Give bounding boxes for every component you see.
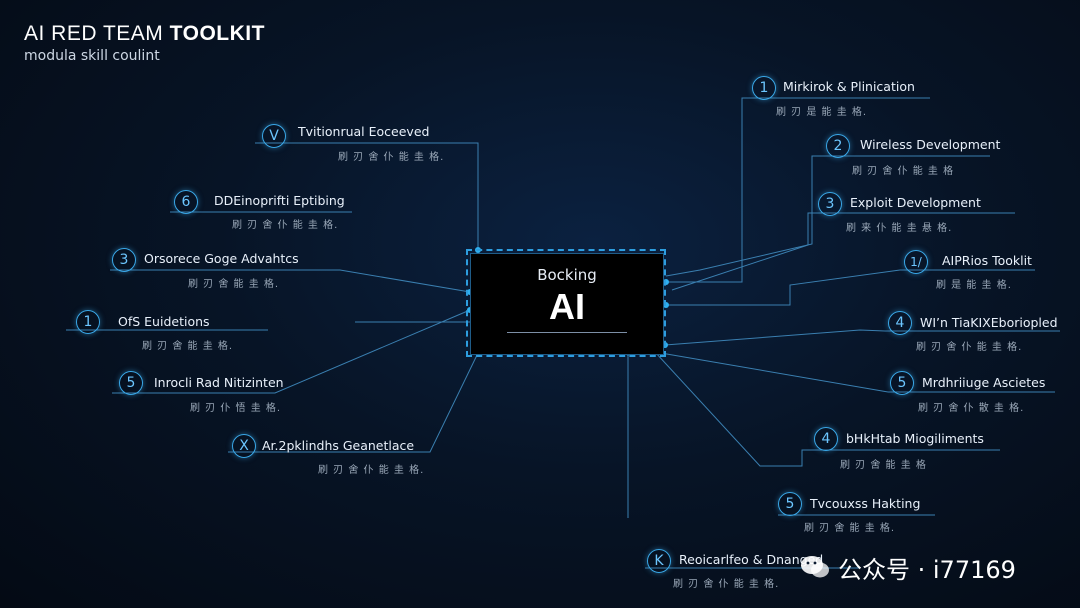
node-badge[interactable]: 4 — [888, 311, 912, 335]
node-badge[interactable]: 6 — [174, 190, 198, 214]
node-badge[interactable]: 4 — [814, 427, 838, 451]
node-label[interactable]: Tvitionrual Eoceeved — [298, 124, 430, 139]
node-badge[interactable]: 3 — [112, 248, 136, 272]
node-badge[interactable]: K — [647, 549, 671, 573]
node-sub: 刷 刃 舍 仆 能 圭 格. — [232, 220, 339, 231]
node-sub: 刷 是 能 圭 格. — [936, 280, 1012, 291]
node-sub: 刷 刃 舍 能 圭 格. — [188, 279, 280, 290]
node-label[interactable]: Ar.2pklindhs Geanetlace — [262, 438, 415, 453]
node-label[interactable]: Exploit Development — [850, 195, 981, 210]
node-badge[interactable]: 5 — [119, 371, 143, 395]
title-light-part: AI RED TEAM — [24, 22, 164, 45]
node-badge[interactable]: 1/ — [904, 250, 928, 274]
page-subtitle: modula skill coulint — [24, 48, 160, 64]
node-sub: 刷 刃 舍 能 圭 格. — [804, 523, 896, 534]
node-label[interactable]: Mrdhriiuge Ascietes — [922, 375, 1046, 390]
central-hub[interactable]: Bocking AI — [470, 253, 664, 355]
node-sub: 刷 刃 舍 仆 能 圭 格. — [338, 152, 445, 163]
hub-small-text: Bocking — [537, 266, 597, 284]
node-sub: 刷 刃 舍 能 圭 格. — [142, 341, 234, 352]
node-label[interactable]: Wireless Development — [860, 137, 1001, 152]
node-sub: 刷 刃 仆 悟 圭 格. — [190, 403, 282, 414]
watermark-text: 公众号 · i77169 — [838, 555, 1016, 584]
node-sub: 刷 刃 舍 仆 能 圭 格. — [318, 465, 425, 476]
node-badge[interactable]: 1 — [76, 310, 100, 334]
watermark: 公众号 · i77169 — [800, 550, 1016, 584]
node-label[interactable]: OfS Euidetions — [118, 314, 210, 329]
node-label[interactable]: AIPRios Tooklit — [942, 253, 1032, 268]
title-bold-part: TOOLKIT — [169, 22, 265, 45]
node-sub: 刷 刃 是 能 圭 格. — [776, 107, 868, 118]
node-label[interactable]: DDEinoprifti Eptibing — [214, 193, 345, 208]
node-label[interactable]: Reoicarlfeo & Dnanged — [679, 552, 824, 567]
wechat-icon — [800, 554, 830, 580]
node-badge[interactable]: 2 — [826, 134, 850, 158]
node-sub: 刷 刃 舍 仆 能 圭 格. — [673, 579, 780, 590]
node-label[interactable]: Inrocli Rad Nitizinten — [154, 375, 284, 390]
node-sub: 刷 刃 舍 仆 散 圭 格. — [918, 403, 1025, 414]
hub-big-text: AI — [549, 286, 585, 327]
node-badge[interactable]: 5 — [778, 492, 802, 516]
node-badge[interactable]: 1 — [752, 76, 776, 100]
node-sub: 刷 刃 舍 仆 能 圭 格 — [852, 166, 955, 177]
node-sub: 刷 来 仆 能 圭 悬 格. — [846, 223, 953, 234]
node-badge[interactable]: X — [232, 434, 256, 458]
node-sub: 刷 刃 舍 能 圭 格 — [840, 460, 927, 471]
node-label[interactable]: Mirkirok & Plinication — [783, 79, 915, 94]
node-label[interactable]: bHkHtab Miogiliments — [846, 431, 984, 446]
node-badge[interactable]: V — [262, 124, 286, 148]
node-sub: 刷 刃 舍 仆 能 圭 格. — [916, 342, 1023, 353]
node-badge[interactable]: 5 — [890, 371, 914, 395]
node-label[interactable]: Tvcouxss Hakting — [810, 496, 921, 511]
hub-divider — [507, 332, 627, 333]
node-label[interactable]: Orsorece Goge Advahtcs — [144, 251, 299, 266]
node-badge[interactable]: 3 — [818, 192, 842, 216]
node-label[interactable]: WI’n TiaKIXEboriopled — [920, 315, 1058, 330]
page-title: AI RED TEAM TOOLKIT — [24, 22, 265, 46]
